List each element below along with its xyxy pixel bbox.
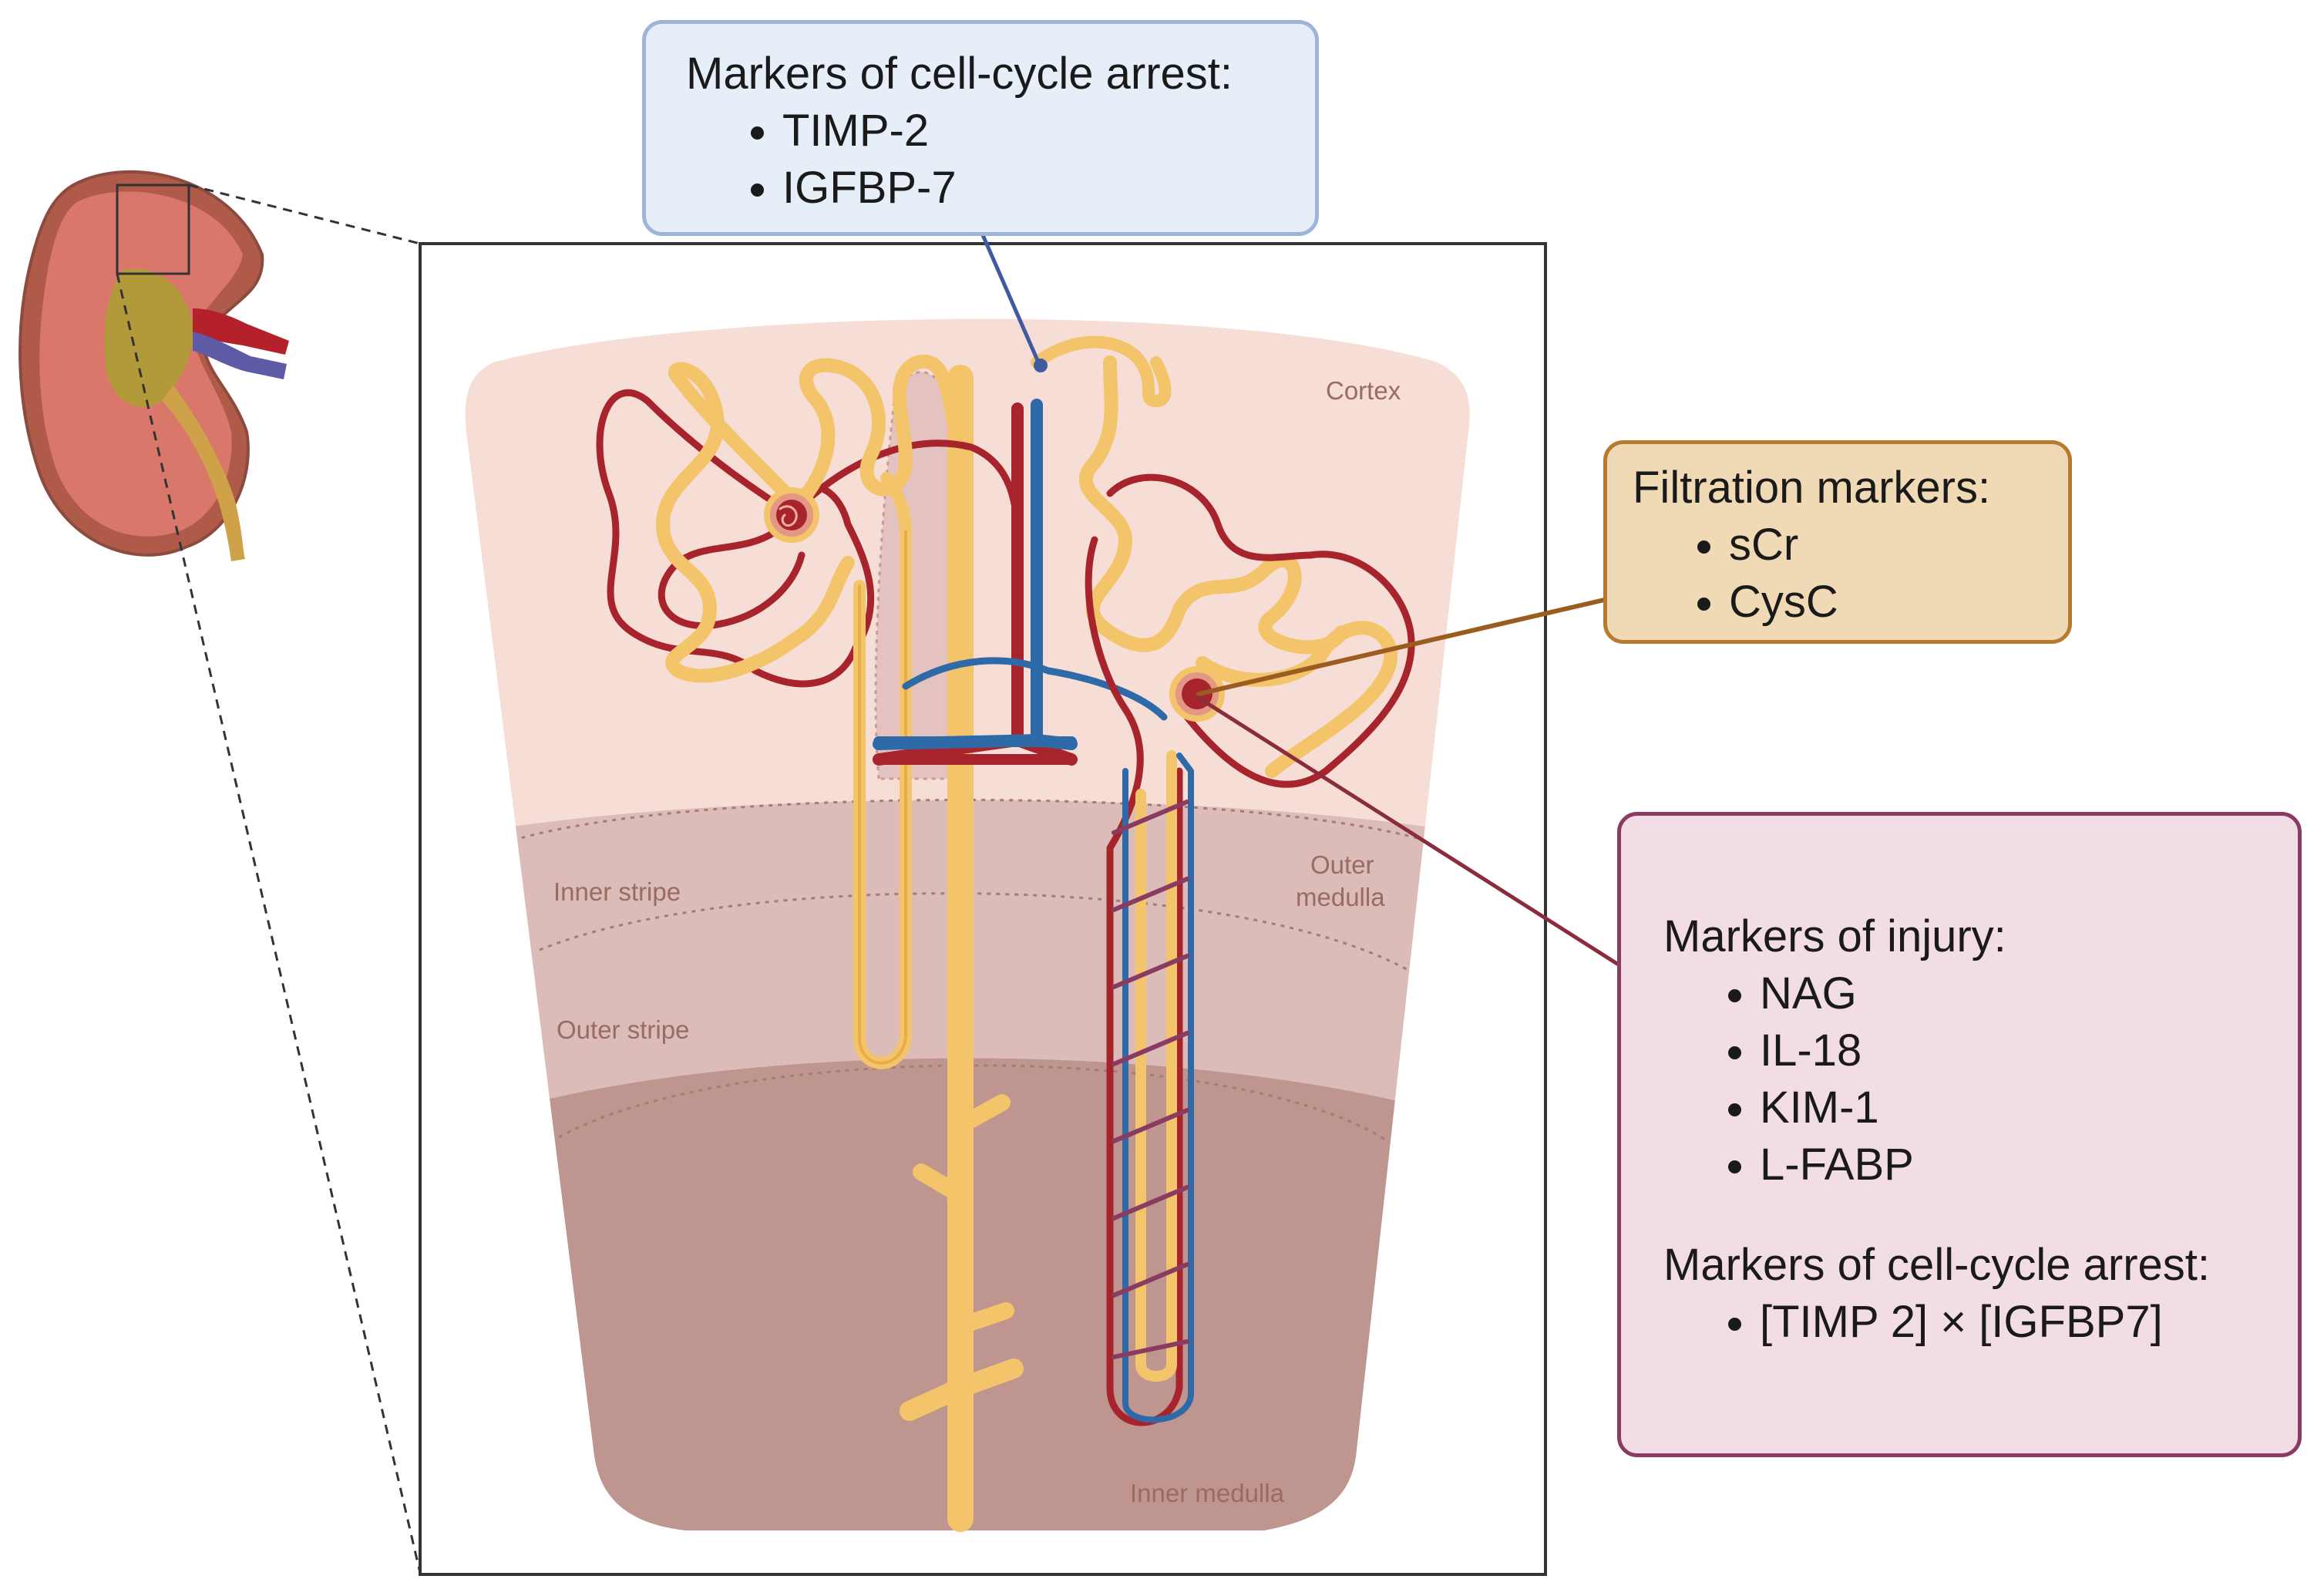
right-nephron — [1031, 335, 1415, 1426]
list-item: L-FABP — [1760, 1136, 2298, 1194]
list-item: IL-18 — [1760, 1022, 2298, 1079]
label-inner-medulla: Inner medulla — [1130, 1479, 1285, 1507]
injury-list: NAG IL-18 KIM-1 L-FABP — [1663, 965, 2298, 1194]
filtration-heading: Filtration markers: — [1633, 463, 1991, 513]
list-item: [TIMP 2] × [IGFBP7] — [1760, 1294, 2298, 1351]
cell-cycle-arrest-list: TIMP-2 IGFBP-7 — [686, 103, 1315, 217]
filtration-list: sCr CysC — [1633, 517, 2068, 631]
list-item: IGFBP-7 — [782, 160, 1315, 217]
list-item: TIMP-2 — [782, 103, 1315, 160]
list-item: NAG — [1760, 965, 2298, 1022]
injury-arrest-list: [TIMP 2] × [IGFBP7] — [1663, 1294, 2298, 1351]
filtration-markers-callout: Filtration markers: sCr CysC — [1603, 440, 2072, 644]
label-inner-stripe: Inner stripe — [553, 877, 681, 906]
injury-markers-callout: Markers of injury: NAG IL-18 KIM-1 L-FAB… — [1617, 812, 2302, 1457]
kidney-overview — [18, 170, 289, 561]
list-item: CysC — [1729, 574, 2068, 631]
kidney-zoom-rect — [116, 184, 190, 275]
callout-connectors — [978, 227, 1619, 966]
vessels — [873, 399, 1168, 766]
label-cortex: Cortex — [1326, 376, 1401, 405]
list-item: KIM-1 — [1760, 1079, 2298, 1136]
label-outer-medulla-1: Outer — [1310, 850, 1374, 879]
injury-heading: Markers of injury: — [1663, 911, 2006, 961]
label-outer-stripe: Outer stripe — [557, 1015, 689, 1044]
left-nephron — [596, 354, 1021, 1069]
list-item: sCr — [1729, 517, 2068, 574]
cell-cycle-arrest-heading: Markers of cell-cycle arrest: — [686, 49, 1233, 99]
cell-cycle-arrest-callout: Markers of cell-cycle arrest: TIMP-2 IGF… — [642, 20, 1319, 236]
injury-arrest-heading: Markers of cell-cycle arrest: — [1663, 1240, 2211, 1290]
label-outer-medulla-2: medulla — [1296, 883, 1385, 911]
